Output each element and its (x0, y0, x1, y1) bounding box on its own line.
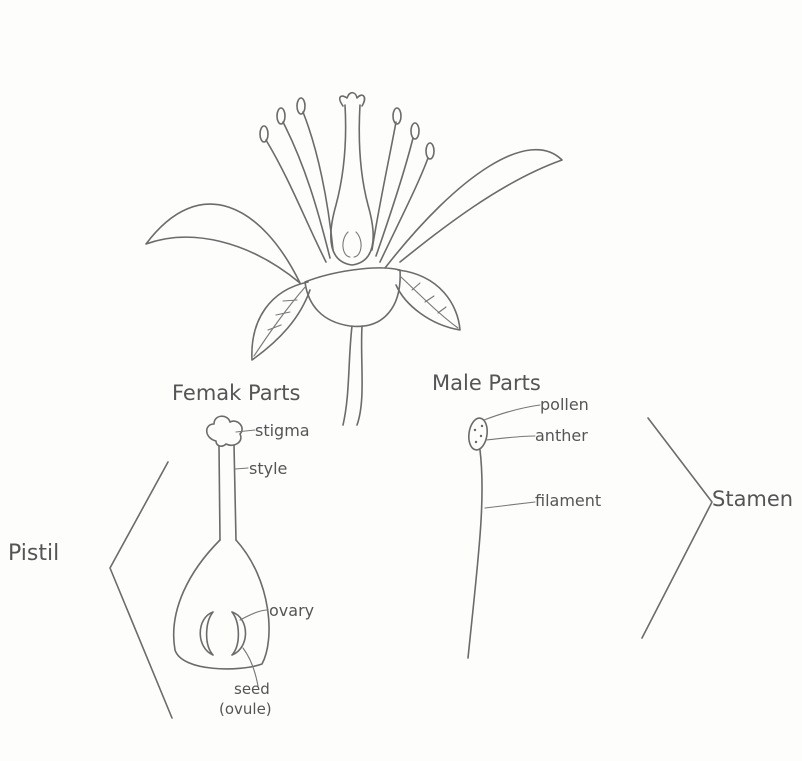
left-leaf (252, 282, 310, 360)
flower-cup (305, 268, 400, 326)
female-parts-heading: Femak Parts (172, 381, 300, 405)
anther-shape (467, 417, 489, 451)
right-petal (385, 150, 562, 268)
filament-line (468, 450, 482, 658)
pistil-bracket (110, 462, 172, 718)
style-label: style (249, 459, 287, 478)
filament-label: filament (535, 491, 601, 510)
flower-stamens (260, 98, 434, 262)
seed-label: seed (234, 680, 270, 698)
flower-pistil (331, 105, 373, 265)
stamen-label: Stamen (712, 487, 793, 511)
pistil-stigma (207, 416, 242, 446)
stigma-label: stigma (255, 421, 310, 440)
stamen-bracket (642, 418, 712, 638)
anther-label: anther (535, 426, 588, 445)
stamen-drawing (467, 405, 712, 658)
pollen-label: pollen (540, 395, 589, 414)
ovule-label: (ovule) (219, 700, 272, 718)
pistil-drawing (110, 416, 269, 718)
ovule-left (200, 612, 213, 655)
flower-stem (343, 326, 362, 425)
ovary-label: ovary (269, 601, 314, 620)
left-petal (146, 204, 300, 283)
pistil-style (219, 445, 236, 540)
male-parts-heading: Male Parts (432, 371, 541, 395)
pistil-ovary (174, 540, 269, 669)
flower-stigma (340, 93, 365, 106)
pistil-label: Pistil (8, 541, 59, 566)
